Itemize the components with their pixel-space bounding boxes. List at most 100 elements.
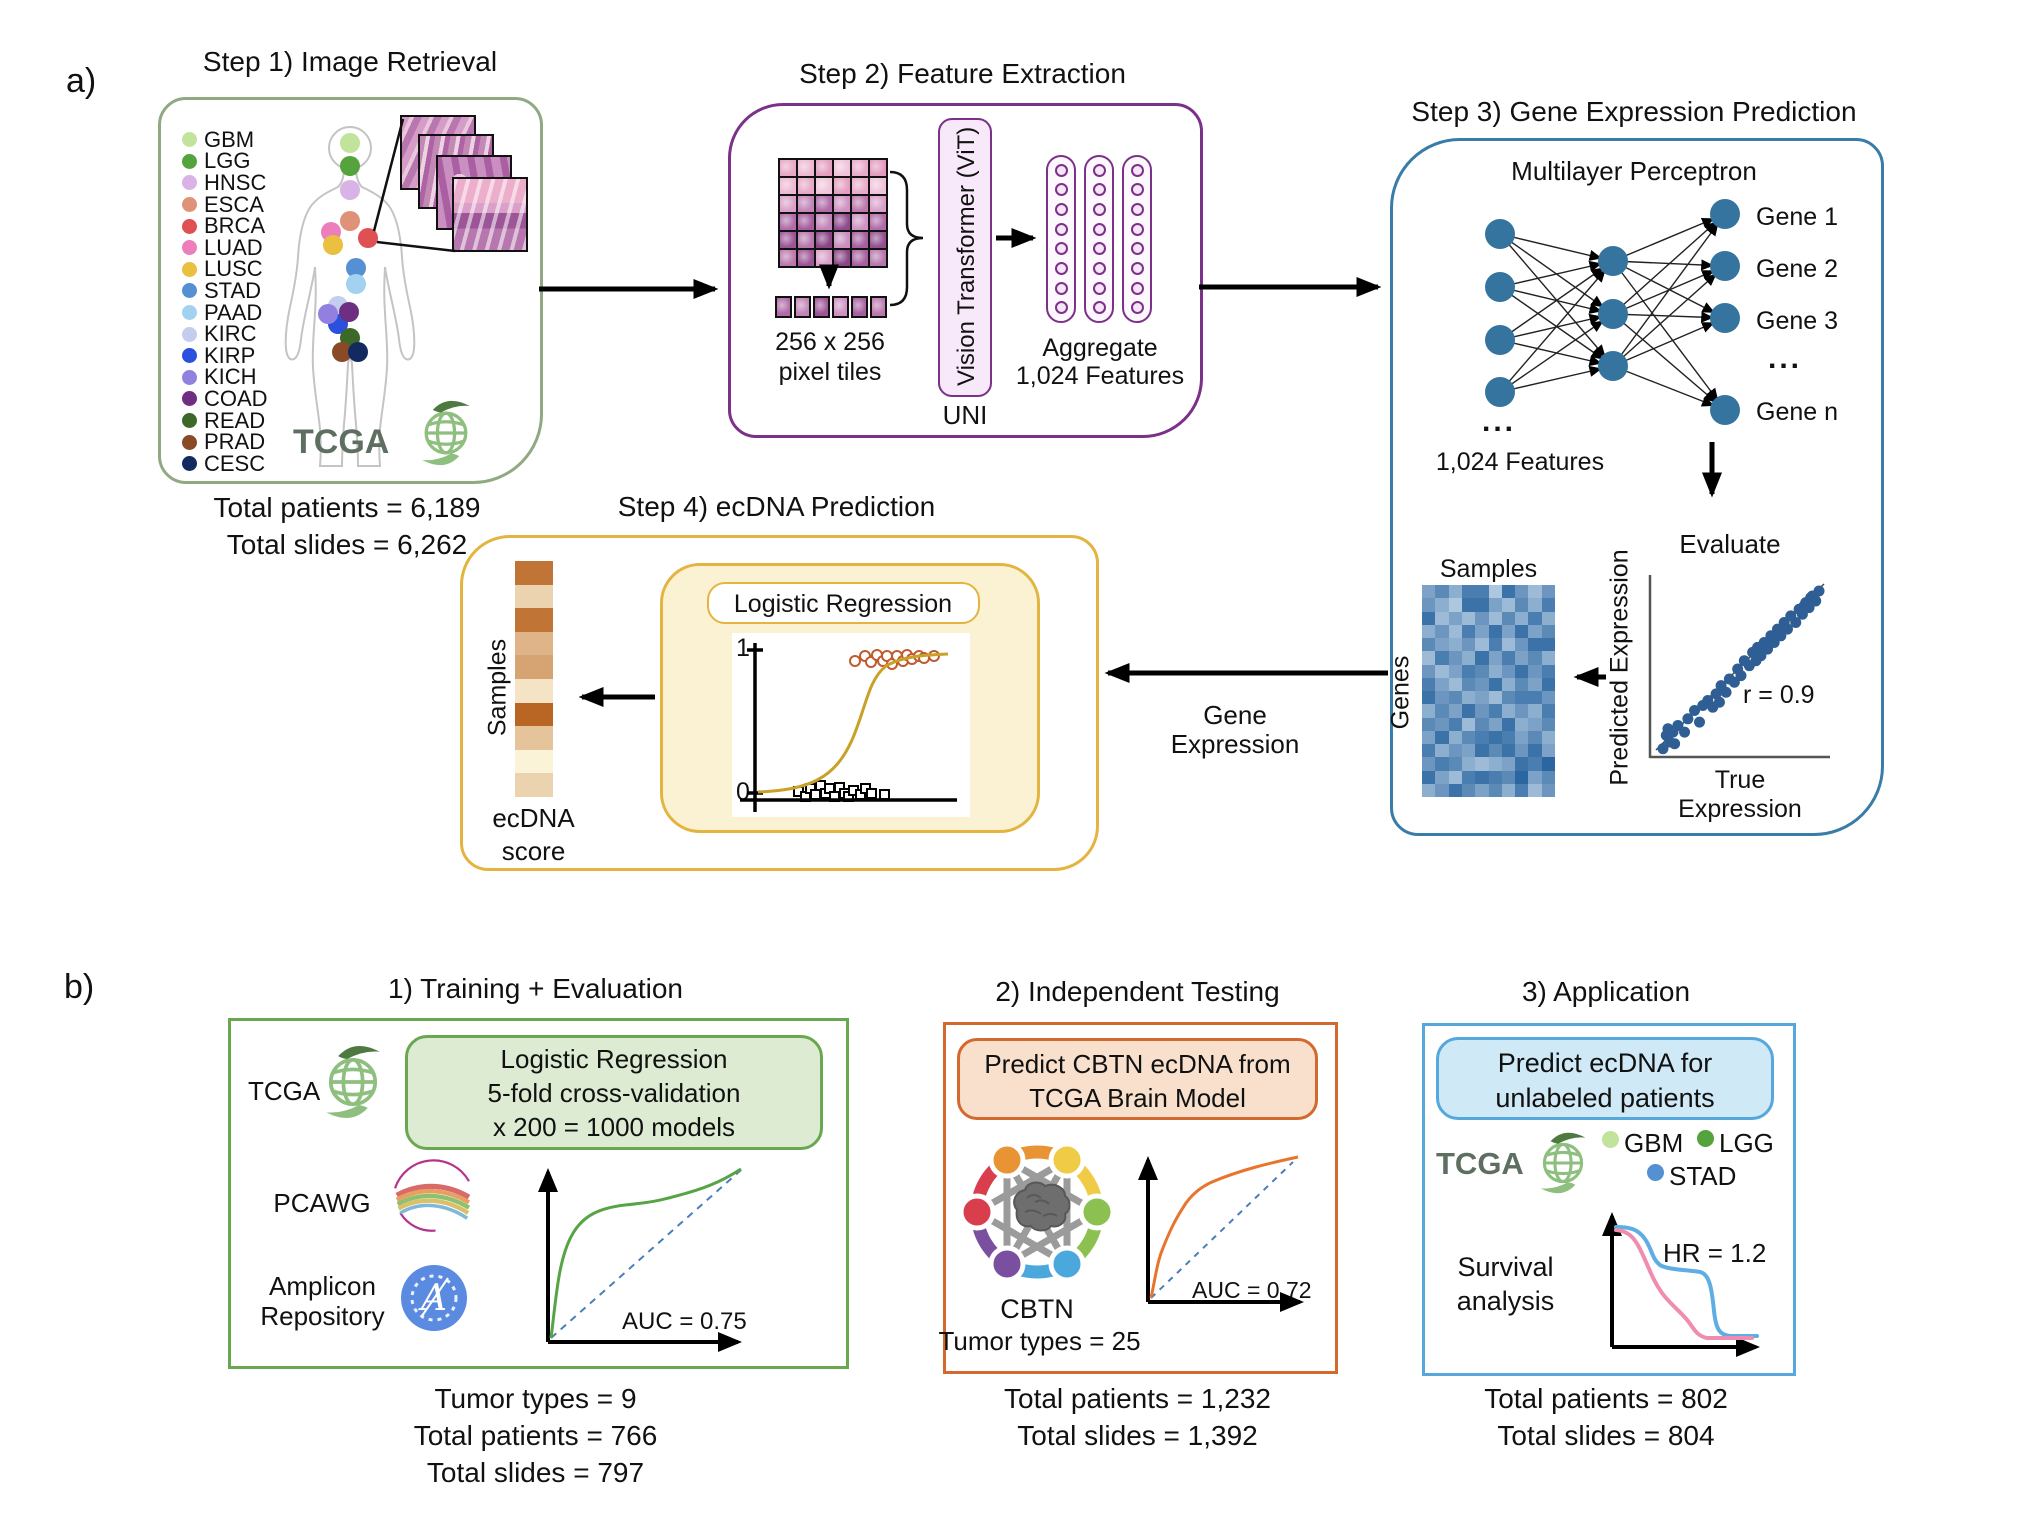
source-amplicon-label2: Repository bbox=[260, 1301, 385, 1331]
heatmap-samples-label: Samples bbox=[1439, 555, 1538, 583]
body-dot-gbm bbox=[340, 133, 360, 153]
heatmap-cell bbox=[1461, 611, 1476, 625]
heatmap-cell bbox=[1515, 691, 1529, 705]
heatmap-cell bbox=[1461, 783, 1476, 797]
heatmap-cell bbox=[1448, 783, 1462, 797]
heatmap-cell bbox=[1475, 624, 1489, 638]
heatmap-cell bbox=[1501, 598, 1516, 612]
heatmap-cell bbox=[1422, 677, 1436, 691]
heatmap-cell bbox=[1541, 651, 1555, 665]
heatmap-cell bbox=[1475, 704, 1489, 718]
step2-title: Step 2) Feature Extraction bbox=[799, 58, 1126, 89]
uni-label: UNI bbox=[942, 400, 988, 430]
legend-item: PRAD bbox=[182, 429, 268, 454]
section3-stat1: Total patients = 802 bbox=[1484, 1383, 1728, 1414]
cbtn-predict-box: Predict CBTN ecDNA from TCGA Brain Model bbox=[957, 1038, 1318, 1120]
heatmap-cell bbox=[1541, 598, 1555, 612]
image-tile bbox=[852, 250, 868, 266]
legend-color-dot bbox=[182, 283, 197, 299]
heatmap-cell bbox=[1422, 717, 1436, 731]
heatmap-cell bbox=[1541, 744, 1555, 758]
step4-title: Step 4) ecDNA Prediction bbox=[617, 491, 936, 522]
image-tile bbox=[780, 196, 796, 212]
heatmap-cell bbox=[1515, 770, 1529, 784]
heatmap-cell bbox=[1501, 757, 1516, 771]
slide-callout-lines bbox=[372, 118, 456, 253]
training-box-line2: 5-fold cross-validation bbox=[487, 1078, 741, 1108]
heatmap-cell bbox=[1422, 624, 1436, 638]
heatmap-cell bbox=[1515, 611, 1529, 625]
heatmap-cell bbox=[1541, 664, 1555, 678]
heatmap-cell bbox=[1528, 717, 1542, 731]
heatmap-cell bbox=[1515, 598, 1529, 612]
feature-unit bbox=[1054, 163, 1068, 177]
gene1-label: Gene 1 bbox=[1756, 203, 1839, 231]
scatter-plot bbox=[1648, 575, 1830, 759]
legend-item: KICH bbox=[182, 364, 268, 389]
legend-color-dot bbox=[182, 348, 197, 364]
heatmap-cell bbox=[1435, 598, 1449, 612]
feature-unit bbox=[1130, 222, 1144, 236]
heatmap-cell bbox=[1515, 638, 1529, 652]
heatmap-cell bbox=[1475, 730, 1489, 744]
legend-color-dot bbox=[182, 261, 197, 277]
heatmap-cell bbox=[1435, 691, 1449, 705]
heatmap-cell bbox=[1501, 744, 1516, 758]
legend-color-dot bbox=[182, 413, 197, 429]
heatmap-cell bbox=[1448, 638, 1462, 652]
heatmap-cell bbox=[1501, 651, 1516, 665]
roc1-plot bbox=[538, 1167, 742, 1352]
heatmap-cell bbox=[1448, 770, 1462, 784]
roc2-plot bbox=[1138, 1155, 1304, 1312]
heatmap-cell bbox=[1461, 691, 1476, 705]
image-tile bbox=[870, 196, 886, 212]
image-tile bbox=[780, 160, 796, 176]
body-dot-lusc bbox=[323, 235, 343, 255]
tile-size-label: 256 x 256 bbox=[775, 328, 885, 356]
legend-item: BRCA bbox=[182, 213, 268, 238]
heatmap-cell bbox=[1488, 757, 1502, 771]
body-dot-cesc bbox=[348, 342, 368, 362]
ecdna-strip-cell bbox=[515, 561, 553, 585]
evaluate-label: Evaluate bbox=[1679, 529, 1781, 559]
heatmap-cell bbox=[1435, 783, 1449, 797]
heatmap-cell bbox=[1528, 638, 1542, 652]
heatmap-cell bbox=[1461, 664, 1476, 678]
legend-dot-gbm bbox=[1602, 1131, 1619, 1148]
scatter-point bbox=[1796, 608, 1808, 620]
heatmap-cell bbox=[1501, 730, 1516, 744]
heatmap-cell bbox=[1488, 651, 1502, 665]
legend-item: ESCA bbox=[182, 192, 268, 217]
hr-annotation: HR = 1.2 bbox=[1663, 1238, 1767, 1268]
scatter-point bbox=[1755, 650, 1767, 662]
heatmap-cell bbox=[1528, 757, 1542, 771]
feature-unit bbox=[1054, 301, 1068, 315]
mlp-node bbox=[1485, 325, 1515, 355]
legend-label: GBM bbox=[204, 126, 255, 152]
scatter-point bbox=[1790, 617, 1802, 629]
feature-unit bbox=[1092, 183, 1106, 197]
heatmap-cell bbox=[1488, 730, 1502, 744]
legend-label: KIRC bbox=[204, 321, 257, 347]
gene2-label: Gene 2 bbox=[1756, 255, 1839, 283]
image-tile bbox=[870, 250, 886, 266]
selected-tile bbox=[794, 296, 811, 318]
heatmap-cell bbox=[1501, 691, 1516, 705]
scatter-point bbox=[1713, 696, 1725, 708]
heatmap-cell bbox=[1501, 624, 1516, 638]
heatmap-cell bbox=[1488, 691, 1502, 705]
legend-color-dot bbox=[182, 305, 197, 321]
heatmap-cell bbox=[1448, 677, 1462, 691]
selected-tile bbox=[851, 296, 868, 318]
heatmap-cell bbox=[1488, 717, 1502, 731]
legend-item: LGG bbox=[182, 148, 268, 173]
tile-row bbox=[775, 296, 887, 318]
image-tile bbox=[780, 178, 796, 194]
heatmap-cell bbox=[1528, 677, 1542, 691]
heatmap-cell bbox=[1475, 757, 1489, 771]
image-tile bbox=[816, 160, 832, 176]
feature-unit bbox=[1092, 301, 1106, 315]
heatmap-cell bbox=[1488, 664, 1502, 678]
heatmap-cell bbox=[1528, 770, 1542, 784]
